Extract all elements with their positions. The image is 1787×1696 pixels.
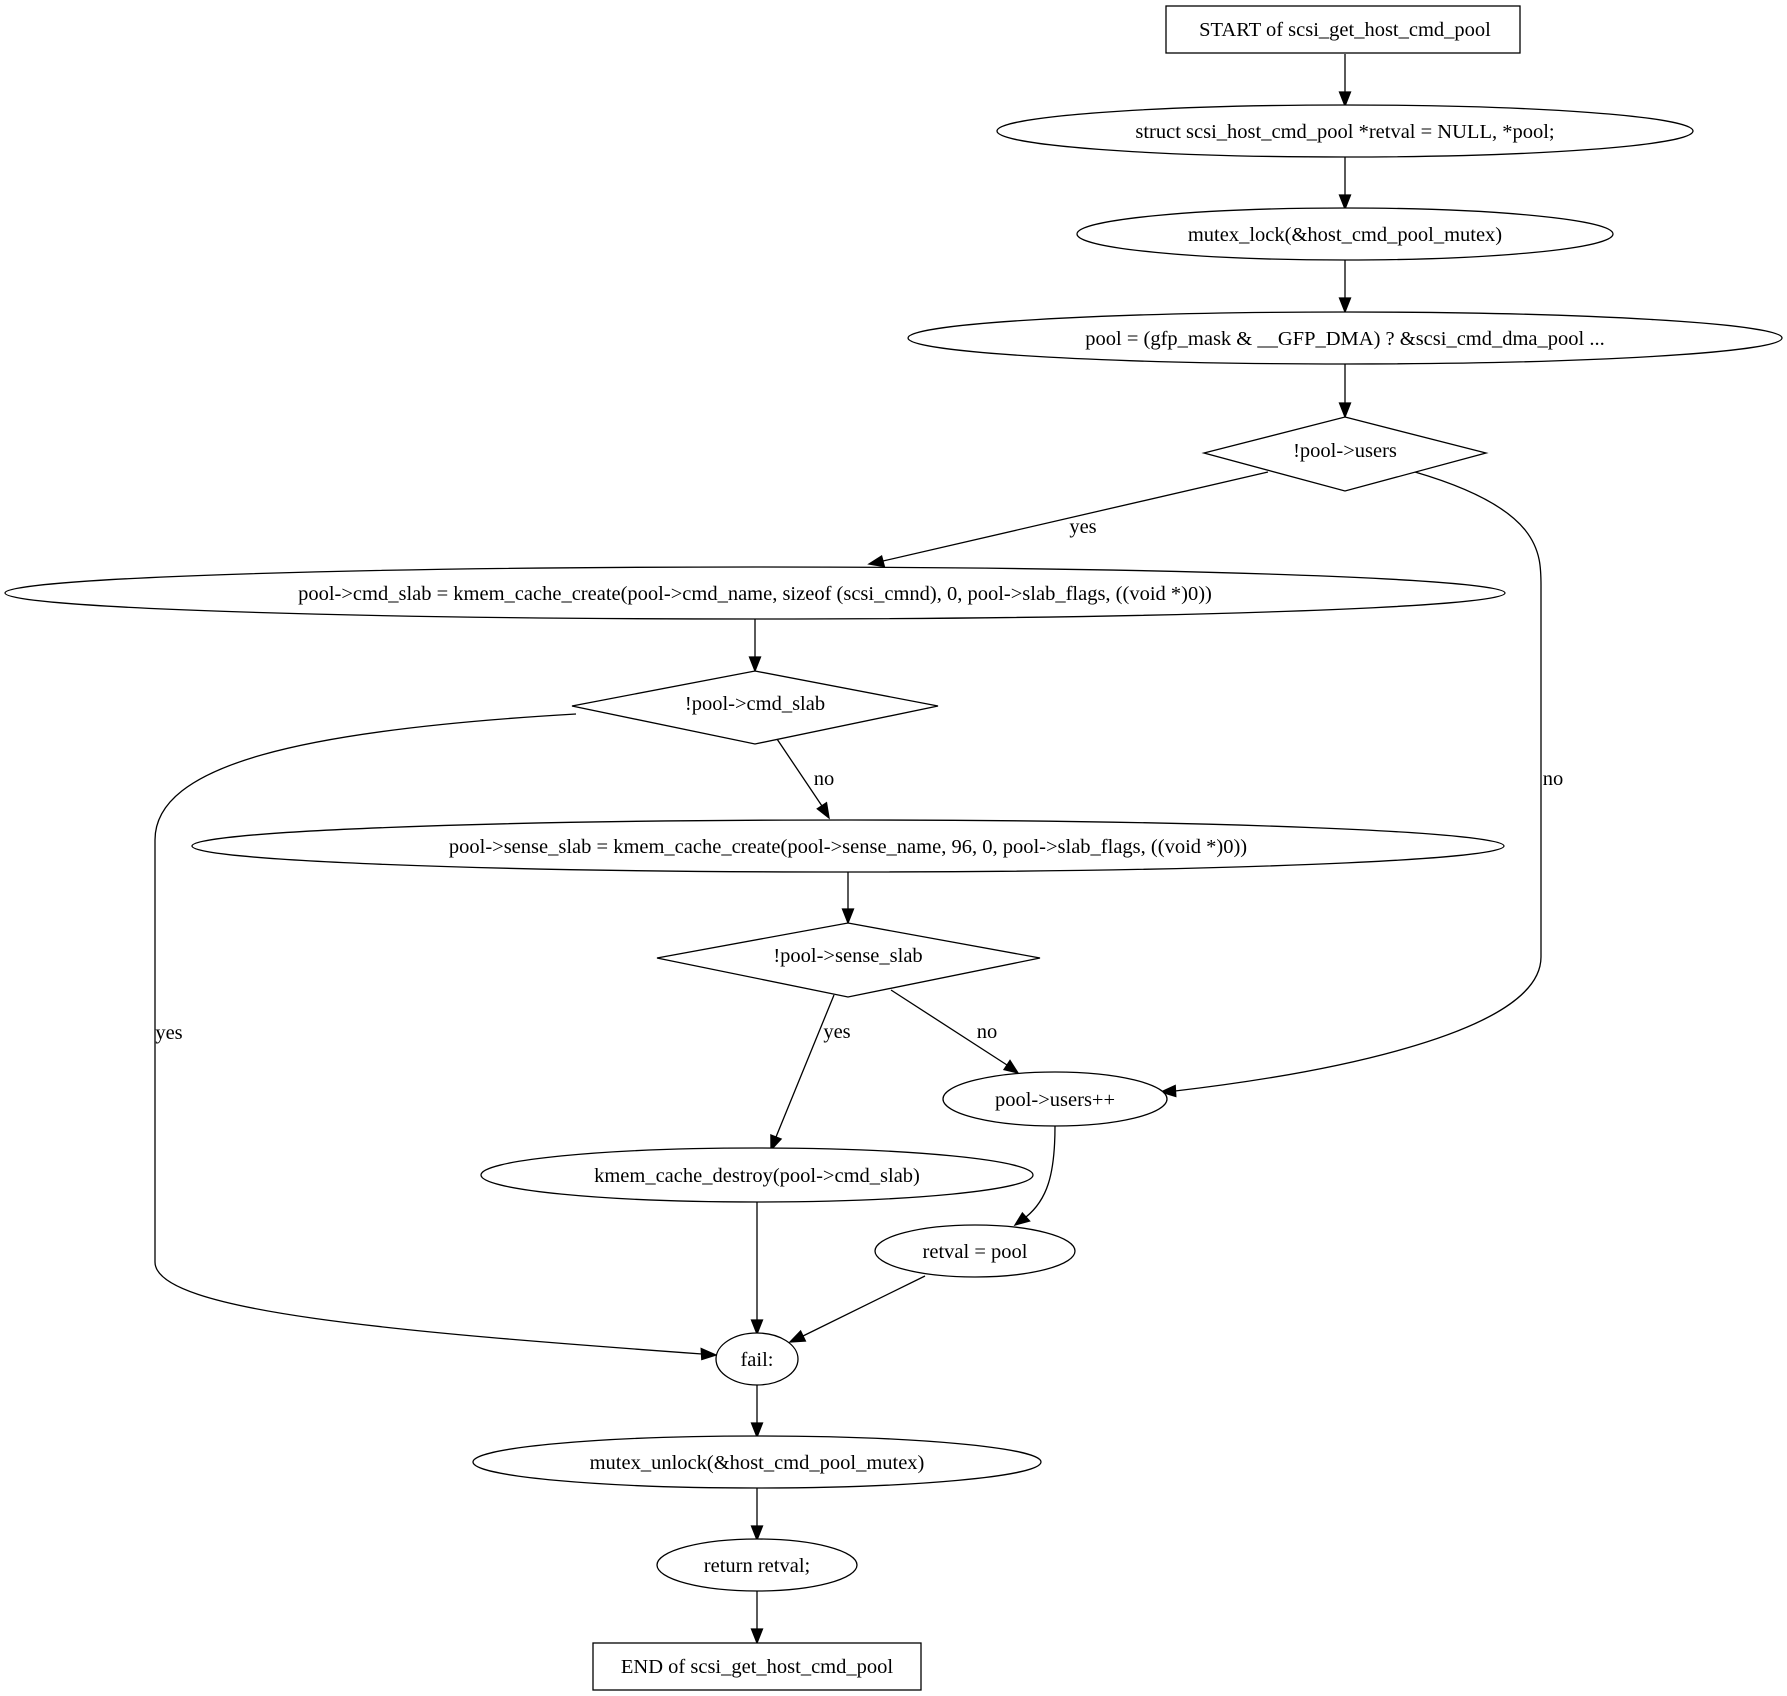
node-cache-destroy-label: kmem_cache_destroy(pool->cmd_slab): [594, 1165, 920, 1187]
node-cond-users-label: !pool->users: [1293, 440, 1397, 462]
edge-cond-cmd-slab-no: [776, 738, 830, 820]
edge-return-to-end: [750, 1591, 764, 1645]
edge-start-to-decl: [1338, 54, 1352, 108]
node-mutex-unlock-label: mutex_unlock(&host_cmd_pool_mutex): [590, 1452, 925, 1474]
node-start: START of scsi_get_host_cmd_pool: [1165, 5, 1521, 54]
edge-label-users-yes: yes: [1069, 516, 1096, 538]
mutex-lock-shape: [1076, 207, 1614, 261]
edge-sense-slab-create-to-cond: [841, 872, 855, 925]
node-cmd-slab-create: pool->cmd_slab = kmem_cache_create(pool-…: [4, 566, 1506, 620]
node-cache-destroy: kmem_cache_destroy(pool->cmd_slab): [480, 1147, 1034, 1203]
node-cond-sense-slab: !pool->sense_slab: [656, 922, 1041, 998]
edge-cond-sense-slab-yes: [770, 994, 835, 1152]
node-end-label: END of scsi_get_host_cmd_pool: [621, 1656, 893, 1678]
node-cond-cmd-slab: !pool->cmd_slab: [571, 670, 939, 745]
node-cmd-slab-create-label: pool->cmd_slab = kmem_cache_create(pool-…: [298, 583, 1212, 605]
node-start-label: START of scsi_get_host_cmd_pool: [1199, 19, 1491, 41]
node-fail: fail:: [715, 1332, 799, 1386]
edge-cmd-slab-create-to-cond: [748, 619, 762, 673]
node-mutex-unlock: mutex_unlock(&host_cmd_pool_mutex): [472, 1435, 1042, 1489]
node-users-inc-label: pool->users++: [995, 1089, 1115, 1111]
node-sense-slab-create-label: pool->sense_slab = kmem_cache_create(poo…: [449, 836, 1247, 858]
edge-cond-users-no: [1159, 471, 1542, 1098]
node-retval-assign-label: retval = pool: [923, 1241, 1028, 1263]
edge-label-cmd-slab-yes: yes: [155, 1022, 182, 1044]
node-mutex-lock-label: mutex_lock(&host_cmd_pool_mutex): [1188, 224, 1502, 246]
edge-decl-to-lock: [1338, 157, 1352, 211]
edge-cond-sense-slab-no: [890, 989, 1020, 1075]
edge-fail-to-unlock: [750, 1384, 764, 1439]
edge-cond-users-yes: [867, 471, 1269, 568]
node-sense-slab-create: pool->sense_slab = kmem_cache_create(poo…: [191, 819, 1505, 873]
edge-cond-cmd-slab-yes: [154, 713, 718, 1361]
node-fail-label: fail:: [740, 1349, 773, 1371]
node-cond-users: !pool->users: [1201, 416, 1489, 492]
edge-users-inc-to-retval: [1013, 1125, 1056, 1227]
edge-labels: yes no yes no yes no: [155, 516, 1563, 1044]
node-decl: struct scsi_host_cmd_pool *retval = NULL…: [996, 104, 1694, 158]
edge-label-cmd-slab-no: no: [814, 768, 835, 790]
edge-label-users-no: no: [1543, 768, 1564, 790]
node-end: END of scsi_get_host_cmd_pool: [592, 1642, 922, 1691]
edge-label-sense-slab-no: no: [977, 1021, 998, 1043]
node-pool-assign: pool = (gfp_mask & __GFP_DMA) ? &scsi_cm…: [907, 311, 1783, 365]
edge-lock-to-pool-assign: [1338, 260, 1352, 314]
mutex-unlock-shape: [472, 1435, 1042, 1489]
node-pool-assign-label: pool = (gfp_mask & __GFP_DMA) ? &scsi_cm…: [1085, 328, 1604, 350]
node-users-inc: pool->users++: [942, 1071, 1168, 1127]
nodes: START of scsi_get_host_cmd_pool struct s…: [4, 5, 1783, 1691]
node-cond-sense-slab-label: !pool->sense_slab: [773, 945, 922, 967]
edges: [154, 54, 1542, 1645]
node-mutex-lock: mutex_lock(&host_cmd_pool_mutex): [1076, 207, 1614, 261]
node-return-label: return retval;: [704, 1555, 810, 1577]
edge-retval-to-fail: [788, 1275, 926, 1343]
node-decl-label: struct scsi_host_cmd_pool *retval = NULL…: [1135, 121, 1554, 143]
edge-cache-destroy-to-fail: [750, 1202, 764, 1336]
node-retval-assign: retval = pool: [874, 1224, 1076, 1278]
node-return: return retval;: [656, 1538, 858, 1592]
edge-unlock-to-return: [750, 1488, 764, 1542]
edge-pool-assign-to-cond-users: [1338, 364, 1352, 419]
edge-label-sense-slab-yes: yes: [823, 1021, 850, 1043]
node-cond-cmd-slab-label: !pool->cmd_slab: [685, 693, 825, 715]
